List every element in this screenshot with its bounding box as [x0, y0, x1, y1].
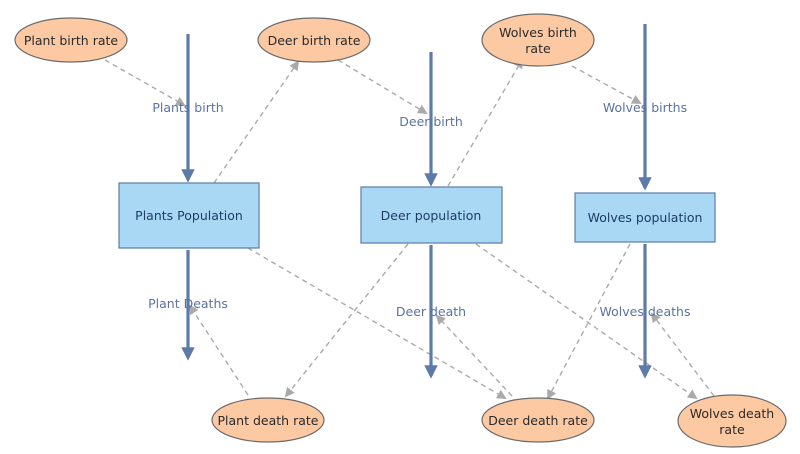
flow-label-deer-death: Deer death — [396, 304, 466, 319]
link-deer-to-wolves-death-rate — [475, 243, 698, 400]
flow-labels: Plants birth Plant Deaths Deer birth Dee… — [148, 100, 690, 319]
rate-label-line2: rate — [525, 41, 551, 56]
flow-label-plants-birth: Plants birth — [152, 100, 223, 115]
rate-label-line2: rate — [719, 422, 745, 437]
flows — [181, 24, 652, 379]
rate-label-line1: Wolves death — [690, 406, 774, 421]
stock-plants-population[interactable]: Plants Population — [118, 182, 260, 249]
link-plant-birth-rate-to-plants-birth — [104, 59, 186, 106]
rate-label: Plant birth rate — [24, 33, 119, 48]
link-plants-to-deer-birth-rate — [213, 60, 300, 184]
rate-plant-death-rate[interactable]: Plant death rate — [211, 397, 325, 443]
flow-label-wolves-births: Wolves births — [603, 100, 687, 115]
rate-label: Plant death rate — [218, 413, 319, 428]
link-deer-death-rate-to-deer-death — [435, 314, 513, 397]
rate-deer-birth-rate[interactable]: Deer birth rate — [257, 17, 371, 63]
link-wolves-birth-rate-to-wolves-births — [571, 65, 642, 104]
link-plants-to-deer-death-rate — [247, 247, 507, 399]
link-deer-to-wolves-birth-rate — [447, 58, 523, 187]
link-wolves-to-deer-death-rate — [547, 243, 631, 400]
link-plant-death-rate-to-plant-deaths — [188, 304, 249, 396]
stock-label: Plants Population — [135, 208, 243, 223]
flow-label-plant-deaths: Plant Deaths — [148, 296, 228, 311]
rate-deer-death-rate[interactable]: Deer death rate — [481, 397, 595, 443]
stock-label: Wolves population — [588, 210, 703, 225]
link-wolves-death-rate-to-wolves-deaths — [650, 312, 715, 397]
stock-label: Deer population — [381, 208, 482, 223]
rate-wolves-birth-rate[interactable]: Wolves birth rate — [481, 13, 595, 67]
rate-label: Deer birth rate — [268, 33, 361, 48]
link-deer-birth-rate-to-deer-birth — [337, 59, 428, 115]
stock-wolves-population[interactable]: Wolves population — [574, 192, 716, 243]
flow-label-wolves-deaths: Wolves deaths — [600, 304, 691, 319]
rate-label-line1: Wolves birth — [499, 25, 577, 40]
flow-label-deer-birth: Deer birth — [399, 114, 463, 129]
influence-links — [104, 58, 715, 400]
link-deer-to-plant-death-rate — [284, 243, 409, 398]
stock-deer-population[interactable]: Deer population — [360, 186, 503, 244]
rate-label: Deer death rate — [488, 413, 588, 428]
rate-wolves-death-rate[interactable]: Wolves death rate — [677, 394, 787, 448]
rate-plant-birth-rate[interactable]: Plant birth rate — [14, 17, 128, 63]
